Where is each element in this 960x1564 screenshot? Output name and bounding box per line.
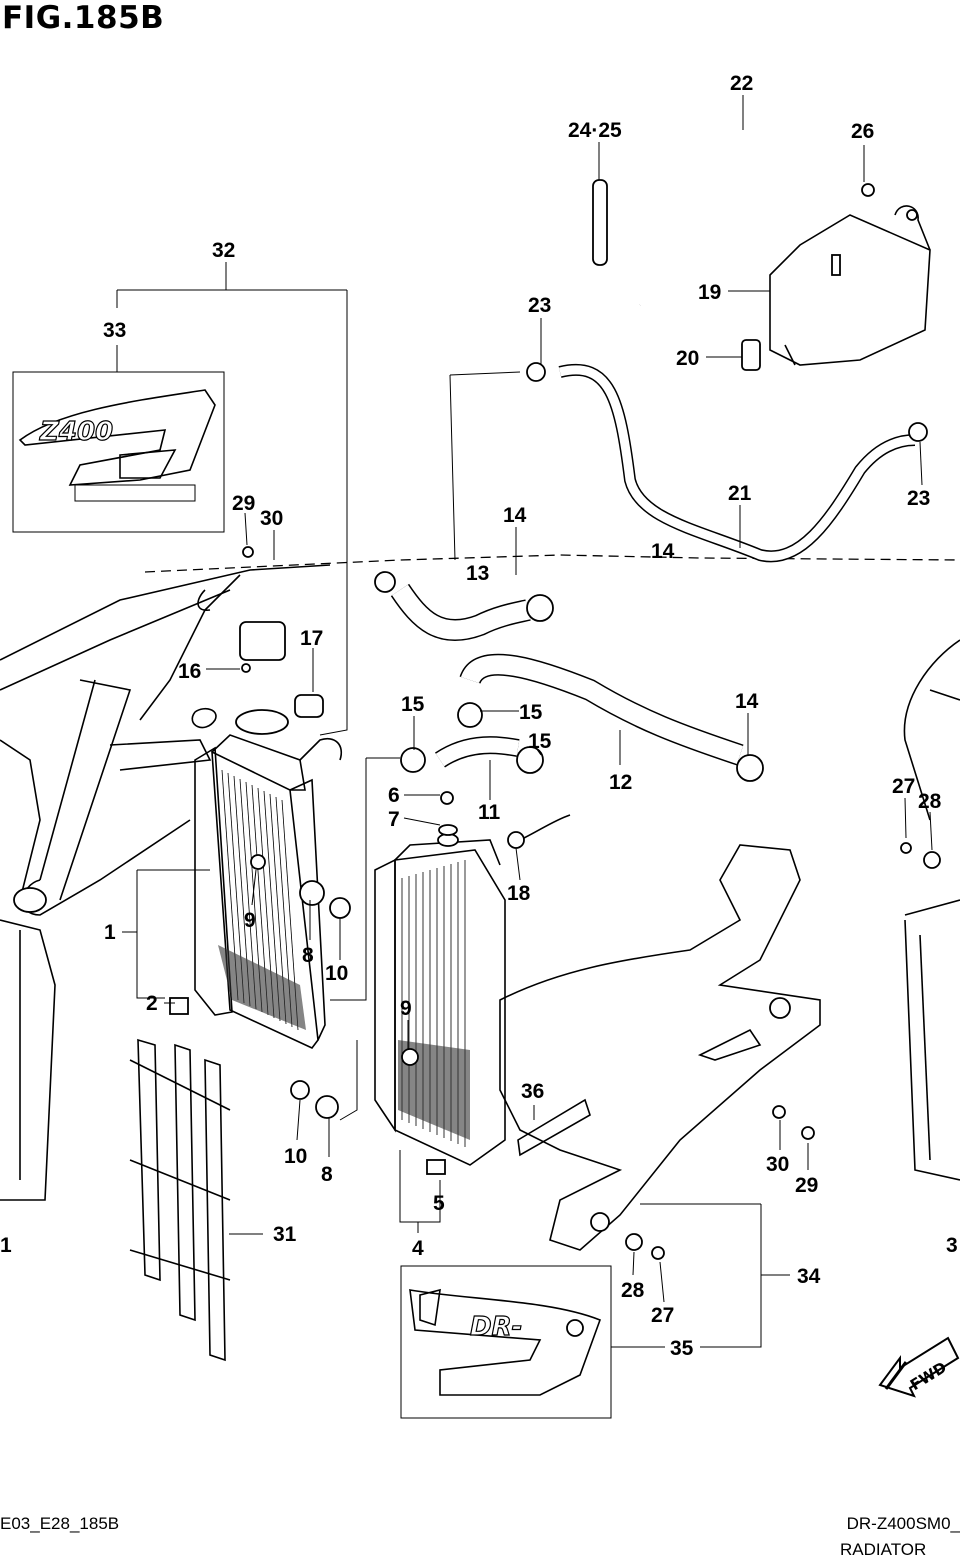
callout-18: 18 — [507, 882, 531, 905]
callout-labels: 22 24·25 26 32 19 23 33 20 21 23 29 30 1… — [0, 72, 958, 1360]
callout-31: 31 — [273, 1223, 297, 1246]
callout-20: 20 — [676, 347, 699, 370]
callout-10-a: 10 — [325, 962, 348, 985]
callout-35: 35 — [670, 1337, 694, 1360]
callout-32-bracket — [116, 262, 348, 736]
callout-4: 4 — [412, 1237, 424, 1260]
callout-14-top: 14 — [503, 504, 527, 527]
shroud-31 — [129, 1038, 231, 1362]
callout-3-edge: 3 — [946, 1234, 958, 1257]
callout-15-b: 15 — [519, 701, 543, 724]
decal-35-box: DR- — [400, 1265, 612, 1419]
callout-29-top: 29 — [232, 492, 255, 515]
svg-text:DR-: DR- — [470, 1312, 522, 1342]
callout-12: 12 — [609, 771, 632, 794]
footer-code: E03_E28_185B — [0, 1514, 120, 1533]
callout-29-bottom: 29 — [795, 1174, 818, 1197]
callout-15-c: 15 — [528, 730, 552, 753]
svg-text:Z400: Z400 — [39, 417, 113, 447]
callout-34: 34 — [797, 1265, 821, 1288]
reservoir-tank-19 — [769, 205, 931, 366]
callout-19: 19 — [698, 281, 721, 304]
clamps-and-fasteners — [169, 179, 941, 1260]
callout-32: 32 — [212, 239, 235, 262]
callout-27-right: 27 — [892, 775, 915, 798]
callout-1-a: 1 — [104, 921, 116, 944]
callout-2: 2 — [146, 992, 158, 1015]
radiator-right-1 — [194, 709, 342, 1049]
callout-11: 11 — [478, 801, 501, 824]
callout-33: 33 — [103, 319, 126, 342]
callout-1-b: 1 — [0, 1234, 12, 1257]
callout-10-b: 10 — [284, 1145, 307, 1168]
callout-36: 36 — [521, 1080, 544, 1103]
decal-33-box: Z400 — [12, 371, 225, 533]
callout-14-right: 14 — [735, 690, 759, 713]
callout-24-25: 24·25 — [568, 119, 622, 142]
callout-15-a: 15 — [401, 693, 425, 716]
callout-30-top: 30 — [260, 507, 283, 530]
callout-14-mid: 14 — [651, 540, 675, 563]
leader-lines — [122, 95, 933, 1348]
callout-27-bottom: 27 — [651, 1304, 674, 1327]
footer-part-name: RADIATOR — [840, 1540, 927, 1559]
callout-28-right: 28 — [918, 790, 942, 813]
callout-8-b: 8 — [321, 1163, 333, 1186]
callout-13: 13 — [466, 562, 489, 585]
callout-16: 16 — [178, 660, 201, 683]
callout-9-a: 9 — [244, 909, 256, 932]
callout-21: 21 — [728, 482, 752, 505]
callout-23-right: 23 — [907, 487, 930, 510]
shroud-34 — [499, 844, 821, 1251]
footer-model: DR-Z400SM0_ — [846, 1514, 960, 1533]
callout-22: 22 — [730, 72, 753, 95]
hoses — [390, 120, 916, 768]
callout-9-b: 9 — [400, 997, 412, 1020]
callout-23-top: 23 — [528, 294, 551, 317]
frame-outline — [0, 564, 960, 1201]
callout-26: 26 — [851, 120, 874, 143]
callout-7: 7 — [388, 808, 400, 831]
callout-5: 5 — [433, 1192, 445, 1215]
callout-28-bottom: 28 — [621, 1279, 645, 1302]
callout-17: 17 — [300, 627, 323, 650]
callout-8-a: 8 — [302, 944, 314, 967]
fwd-arrow-icon: FWD — [878, 1336, 960, 1398]
figure-title: FIG.185B — [2, 0, 165, 36]
radiator-left-4 — [374, 833, 506, 1166]
callout-30-bottom: 30 — [766, 1153, 789, 1176]
callout-6: 6 — [388, 784, 400, 807]
